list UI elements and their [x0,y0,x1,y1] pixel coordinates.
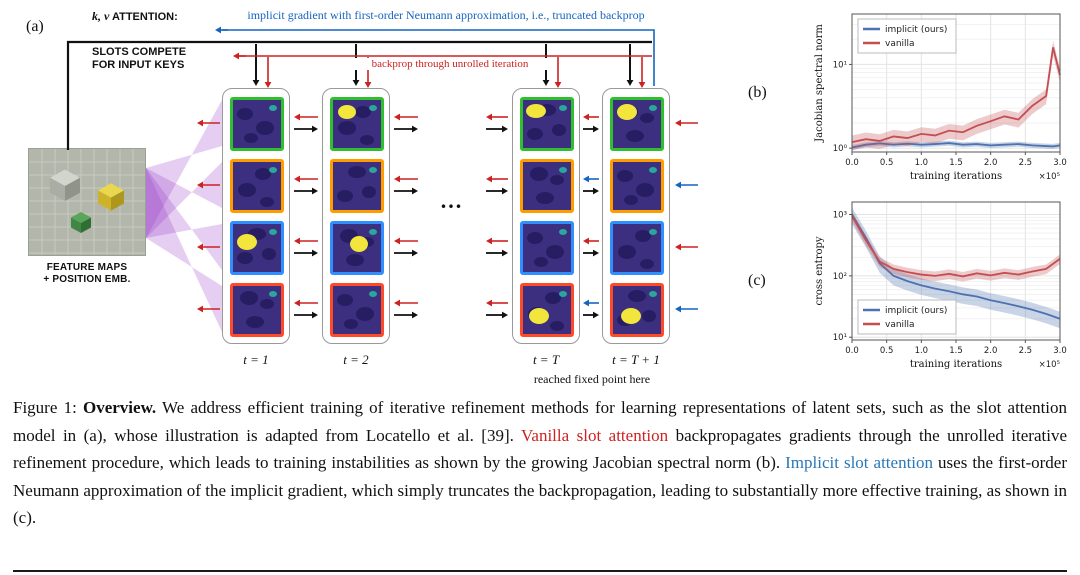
caption-segment-normal: backpropagates gradients through the unr… [13,425,1067,473]
svg-text:×10⁵: ×10⁵ [1039,172,1060,182]
svg-text:10³: 10³ [833,211,847,221]
slot-attention-tile [230,159,284,213]
slot-attention-tile [230,221,284,275]
slot-attention-tile [230,97,284,151]
svg-text:1.5: 1.5 [949,346,963,356]
feature-maps-label: FEATURE MAPS + POSITION EMB. [43,262,131,285]
slot-attention-tile [330,159,384,213]
bottom-rule [13,570,1067,572]
svg-text:2.5: 2.5 [1019,346,1033,356]
caption-segment-normal: Figure 1: [13,398,83,417]
caption-segment-bold: Overview. [82,398,157,417]
attention-text: ATTENTION: [111,11,178,23]
jacobian-spectral-norm-chart: 0.0 0.5 1.0 1.5 2.0 2.5 3.0 10⁰ 10¹ training iter… [810,6,1068,190]
svg-text:3.0: 3.0 [1053,346,1067,356]
backprop-label: backprop through unrolled iteration [350,58,550,70]
svg-text:cross entropy: cross entropy [814,236,825,305]
svg-text:0.0: 0.0 [845,346,859,356]
slot-attention-tile [230,283,284,337]
caption-segment-red: Vanilla slot attention [521,425,669,445]
slot-attention-tile [520,159,574,213]
slot-column-4 [602,88,670,344]
svg-text:1.0: 1.0 [915,158,929,168]
svg-text:0.5: 0.5 [880,158,894,168]
svg-text:1.5: 1.5 [949,158,963,168]
slots-compete-label: SLOTS COMPETE FOR INPUT KEYS [92,46,187,71]
panel-a-diagram: (a) k, v ATTENTION: SLOTS COMPETE FOR IN… [0,0,760,392]
timestep-label: t = 1 [243,352,269,367]
svg-text:training iterations: training iterations [910,359,1002,370]
slot-column-3 [512,88,580,344]
svg-text:vanilla: vanilla [885,320,915,330]
svg-text:training iterations: training iterations [910,171,1002,182]
svg-text:2.0: 2.0 [984,346,998,356]
slot-attention-tile [610,283,664,337]
slot-attention-tile [520,283,574,337]
svg-text:10¹: 10¹ [833,60,847,70]
svg-text:2.0: 2.0 [984,158,998,168]
timestep-label: t = T + 1 [612,352,660,367]
slot-attention-tile [330,97,384,151]
svg-text:×10⁵: ×10⁵ [1039,360,1060,370]
caption-segment-normal: uses the first-order Neumann approximati… [13,453,1068,527]
svg-text:vanilla: vanilla [885,39,915,49]
svg-text:implicit (ours): implicit (ours) [885,306,947,316]
feature-map-image [28,148,146,256]
fixed-point-label: reached fixed point here [533,372,651,386]
clevr-scene [29,149,145,255]
panel-a-label: (a) [26,18,44,35]
panel-c-label: (c) [748,272,766,289]
slot-attention-tile [520,221,574,275]
ellipsis: ... [440,188,464,213]
implicit-gradient-label: implicit gradient with first-order Neuma… [247,8,645,22]
svg-text:10⁰: 10⁰ [833,144,848,154]
svg-text:3.0: 3.0 [1053,158,1067,168]
caption-segment-blue: Implicit slot attention [785,453,934,472]
cross-entropy-chart: 0.0 0.5 1.0 1.5 2.0 2.5 3.0 10¹ 10² 10³ training i… [810,194,1068,378]
slot-attention-tile [330,221,384,275]
panel-b-label: (b) [748,84,767,101]
svg-text:10²: 10² [833,272,847,282]
svg-text:0.5: 0.5 [880,346,894,356]
figure-caption: Figure 1: Overview. We address efficient… [13,394,1067,532]
svg-text:implicit (ours): implicit (ours) [885,25,947,35]
timestep-label: t = 2 [343,352,369,367]
svg-text:Jacobian spectral norm: Jacobian spectral norm [814,24,825,143]
timestep-label: t = T [532,352,560,367]
slot-column-2 [322,88,390,344]
svg-text:2.5: 2.5 [1019,158,1033,168]
slot-attention-tile [610,221,664,275]
caption-segment-normal: We address efficient training of iterati… [13,398,1068,445]
slot-attention-tile [330,283,384,337]
svg-text:0.0: 0.0 [845,158,859,168]
slot-attention-tile [520,97,574,151]
svg-text:10¹: 10¹ [833,333,847,343]
kv-attention-label: k, v ATTENTION: [92,9,178,24]
svg-text:1.0: 1.0 [915,346,929,356]
slot-attention-tile [610,97,664,151]
slot-column-1 [222,88,290,344]
kv-text: k, v [92,9,110,23]
slot-attention-tile [610,159,664,213]
